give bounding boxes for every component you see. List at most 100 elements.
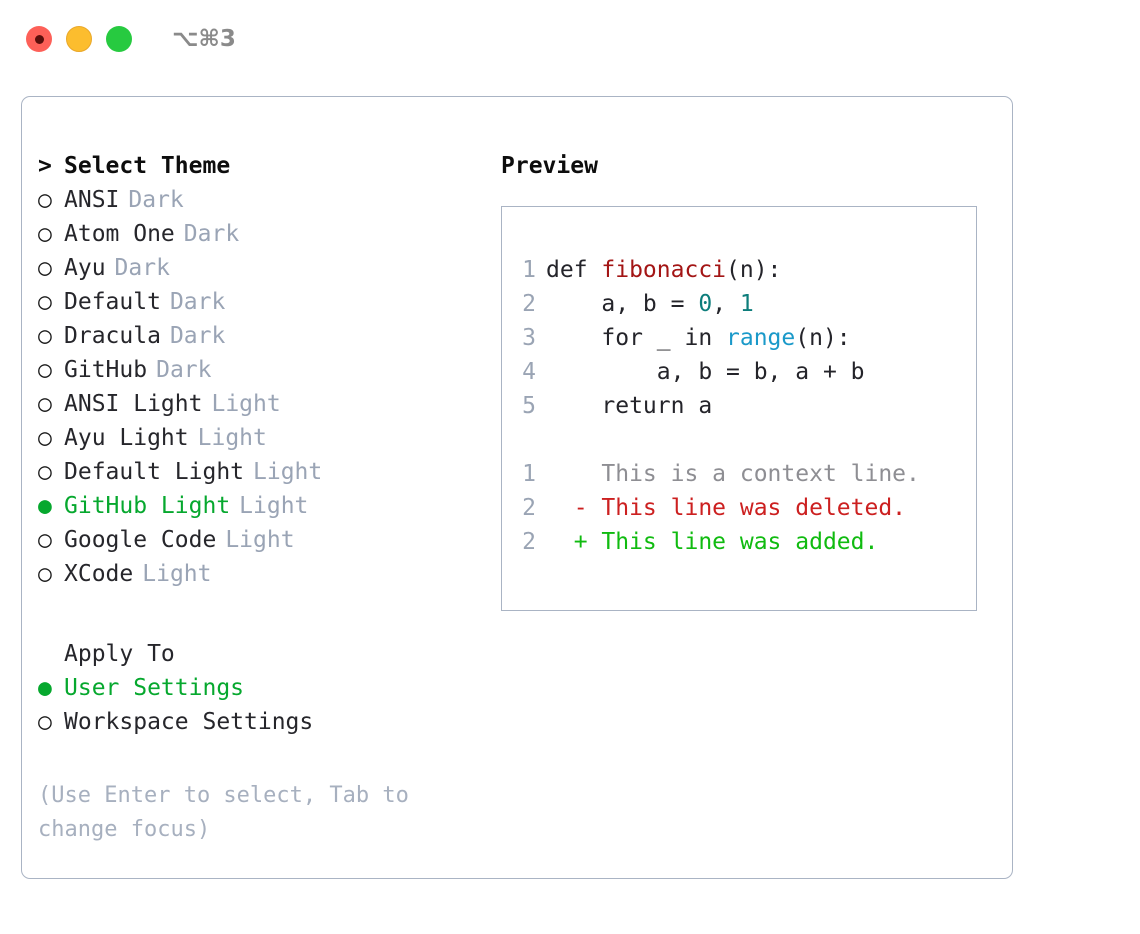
recording-indicator-icon (34, 34, 44, 44)
code-token: 0 (698, 291, 713, 317)
theme-list-item[interactable]: ○ Dracula Dark (38, 319, 498, 353)
theme-name-label: Ayu (64, 255, 106, 281)
theme-variant-tag: Dark (183, 221, 240, 247)
theme-list-item[interactable]: ○ XCode Light (38, 557, 498, 591)
radio-unselected-icon[interactable]: ○ (38, 425, 52, 451)
theme-name-label: Ayu Light (64, 425, 189, 451)
theme-variant-tag: Light (253, 459, 323, 485)
theme-list-item[interactable]: ○ ANSI Light Light (38, 387, 498, 421)
radio-unselected-icon[interactable]: ○ (38, 187, 52, 213)
select-theme-header: > Select Theme (38, 149, 498, 183)
code-line-number: 4 (522, 359, 536, 385)
window-controls (26, 26, 132, 52)
diff-sign (546, 457, 601, 491)
diff-text: This is a context line. (601, 461, 920, 487)
theme-list-item[interactable]: ○ Atom One Dark (38, 217, 498, 251)
theme-variant-tag: Light (211, 391, 281, 417)
radio-unselected-icon[interactable]: ○ (38, 323, 52, 349)
apply-to-item[interactable]: ● User Settings (38, 671, 498, 705)
radio-selected-icon[interactable]: ● (38, 675, 52, 701)
close-button-icon[interactable] (26, 26, 52, 52)
theme-variant-tag: Light (142, 561, 212, 587)
radio-unselected-icon[interactable]: ○ (38, 221, 52, 247)
prompt-caret-icon: > (38, 153, 52, 179)
radio-unselected-icon[interactable]: ○ (38, 709, 52, 735)
theme-list-item[interactable]: ○ Ayu Light Light (38, 421, 498, 455)
radio-unselected-icon[interactable]: ○ (38, 459, 52, 485)
code-token: fibonacci (601, 257, 727, 283)
radio-unselected-icon[interactable]: ○ (38, 391, 52, 417)
code-token: , (712, 291, 740, 317)
theme-list-item[interactable]: ○ Default Light Light (38, 455, 498, 489)
theme-name-label: Default Light (64, 459, 245, 485)
theme-variant-tag: Dark (169, 323, 226, 349)
diff-line: 1 This is a context line. (502, 457, 976, 491)
code-line: 3 for _ in range(n): (502, 321, 976, 355)
apply-to-header-row: ○ Apply To (38, 637, 498, 671)
code-token: def (546, 257, 602, 283)
code-token: a, b = b, a + b (546, 359, 865, 385)
radio-unselected-icon[interactable]: ○ (38, 527, 52, 553)
diff-line-number: 2 (522, 529, 536, 555)
keyboard-hint-text: (Use Enter to select, Tab to change focu… (38, 783, 409, 842)
apply-to-title: Apply To (64, 641, 175, 667)
code-token: range (726, 325, 796, 351)
code-line-number: 5 (522, 393, 536, 419)
apply-to-label: User Settings (64, 675, 245, 701)
diff-line-number: 2 (522, 495, 536, 521)
diff-line-number: 1 (522, 461, 536, 487)
code-line: 5 return a (502, 389, 976, 423)
theme-name-label: GitHub (64, 357, 148, 383)
code-line-number: 3 (522, 325, 536, 351)
diff-text: This line was added. (601, 529, 879, 555)
theme-name-label: Google Code (64, 527, 217, 553)
code-token: (n): (726, 257, 782, 283)
theme-name-label: ANSI Light (64, 391, 203, 417)
minimize-button-icon[interactable] (66, 26, 92, 52)
code-token: 1 (739, 291, 754, 317)
code-token: for _ in (546, 325, 727, 351)
theme-variant-tag: Dark (169, 289, 226, 315)
code-diff-spacer (502, 423, 976, 457)
theme-list-item[interactable]: ○ Google Code Light (38, 523, 498, 557)
apply-to-item[interactable]: ○ Workspace Settings (38, 705, 498, 739)
code-token: (n): (795, 325, 851, 351)
theme-variant-tag: Light (225, 527, 295, 553)
theme-variant-tag: Light (239, 493, 309, 519)
theme-name-label: GitHub Light (64, 493, 231, 519)
theme-name-label: Dracula (64, 323, 161, 349)
preview-title: Preview (501, 153, 598, 179)
theme-name-label: XCode (64, 561, 134, 587)
maximize-button-icon[interactable] (106, 26, 132, 52)
diff-sign: + (546, 529, 602, 555)
apply-to-marker-spacer: ○ (38, 637, 64, 671)
code-line-number: 2 (522, 291, 536, 317)
radio-unselected-icon[interactable]: ○ (38, 289, 52, 315)
diff-text: This line was deleted. (601, 495, 907, 521)
code-line: 4 a, b = b, a + b (502, 355, 976, 389)
keyboard-shortcut-label: ⌥⌘3 (172, 26, 236, 52)
theme-variant-tag: Light (197, 425, 267, 451)
diff-sample: 1 This is a context line. 2 - This line w… (502, 457, 976, 559)
theme-list-item[interactable]: ● GitHub Light Light (38, 489, 498, 523)
radio-unselected-icon[interactable]: ○ (38, 561, 52, 587)
theme-name-label: Atom One (64, 221, 175, 247)
diff-sign: - (546, 495, 602, 521)
radio-selected-icon[interactable]: ● (38, 493, 52, 519)
code-line: 2 a, b = 0, 1 (502, 287, 976, 321)
select-theme-title: Select Theme (64, 153, 231, 179)
radio-unselected-icon[interactable]: ○ (38, 255, 52, 281)
apply-to-label: Workspace Settings (64, 709, 314, 735)
radio-unselected-icon[interactable]: ○ (38, 357, 52, 383)
